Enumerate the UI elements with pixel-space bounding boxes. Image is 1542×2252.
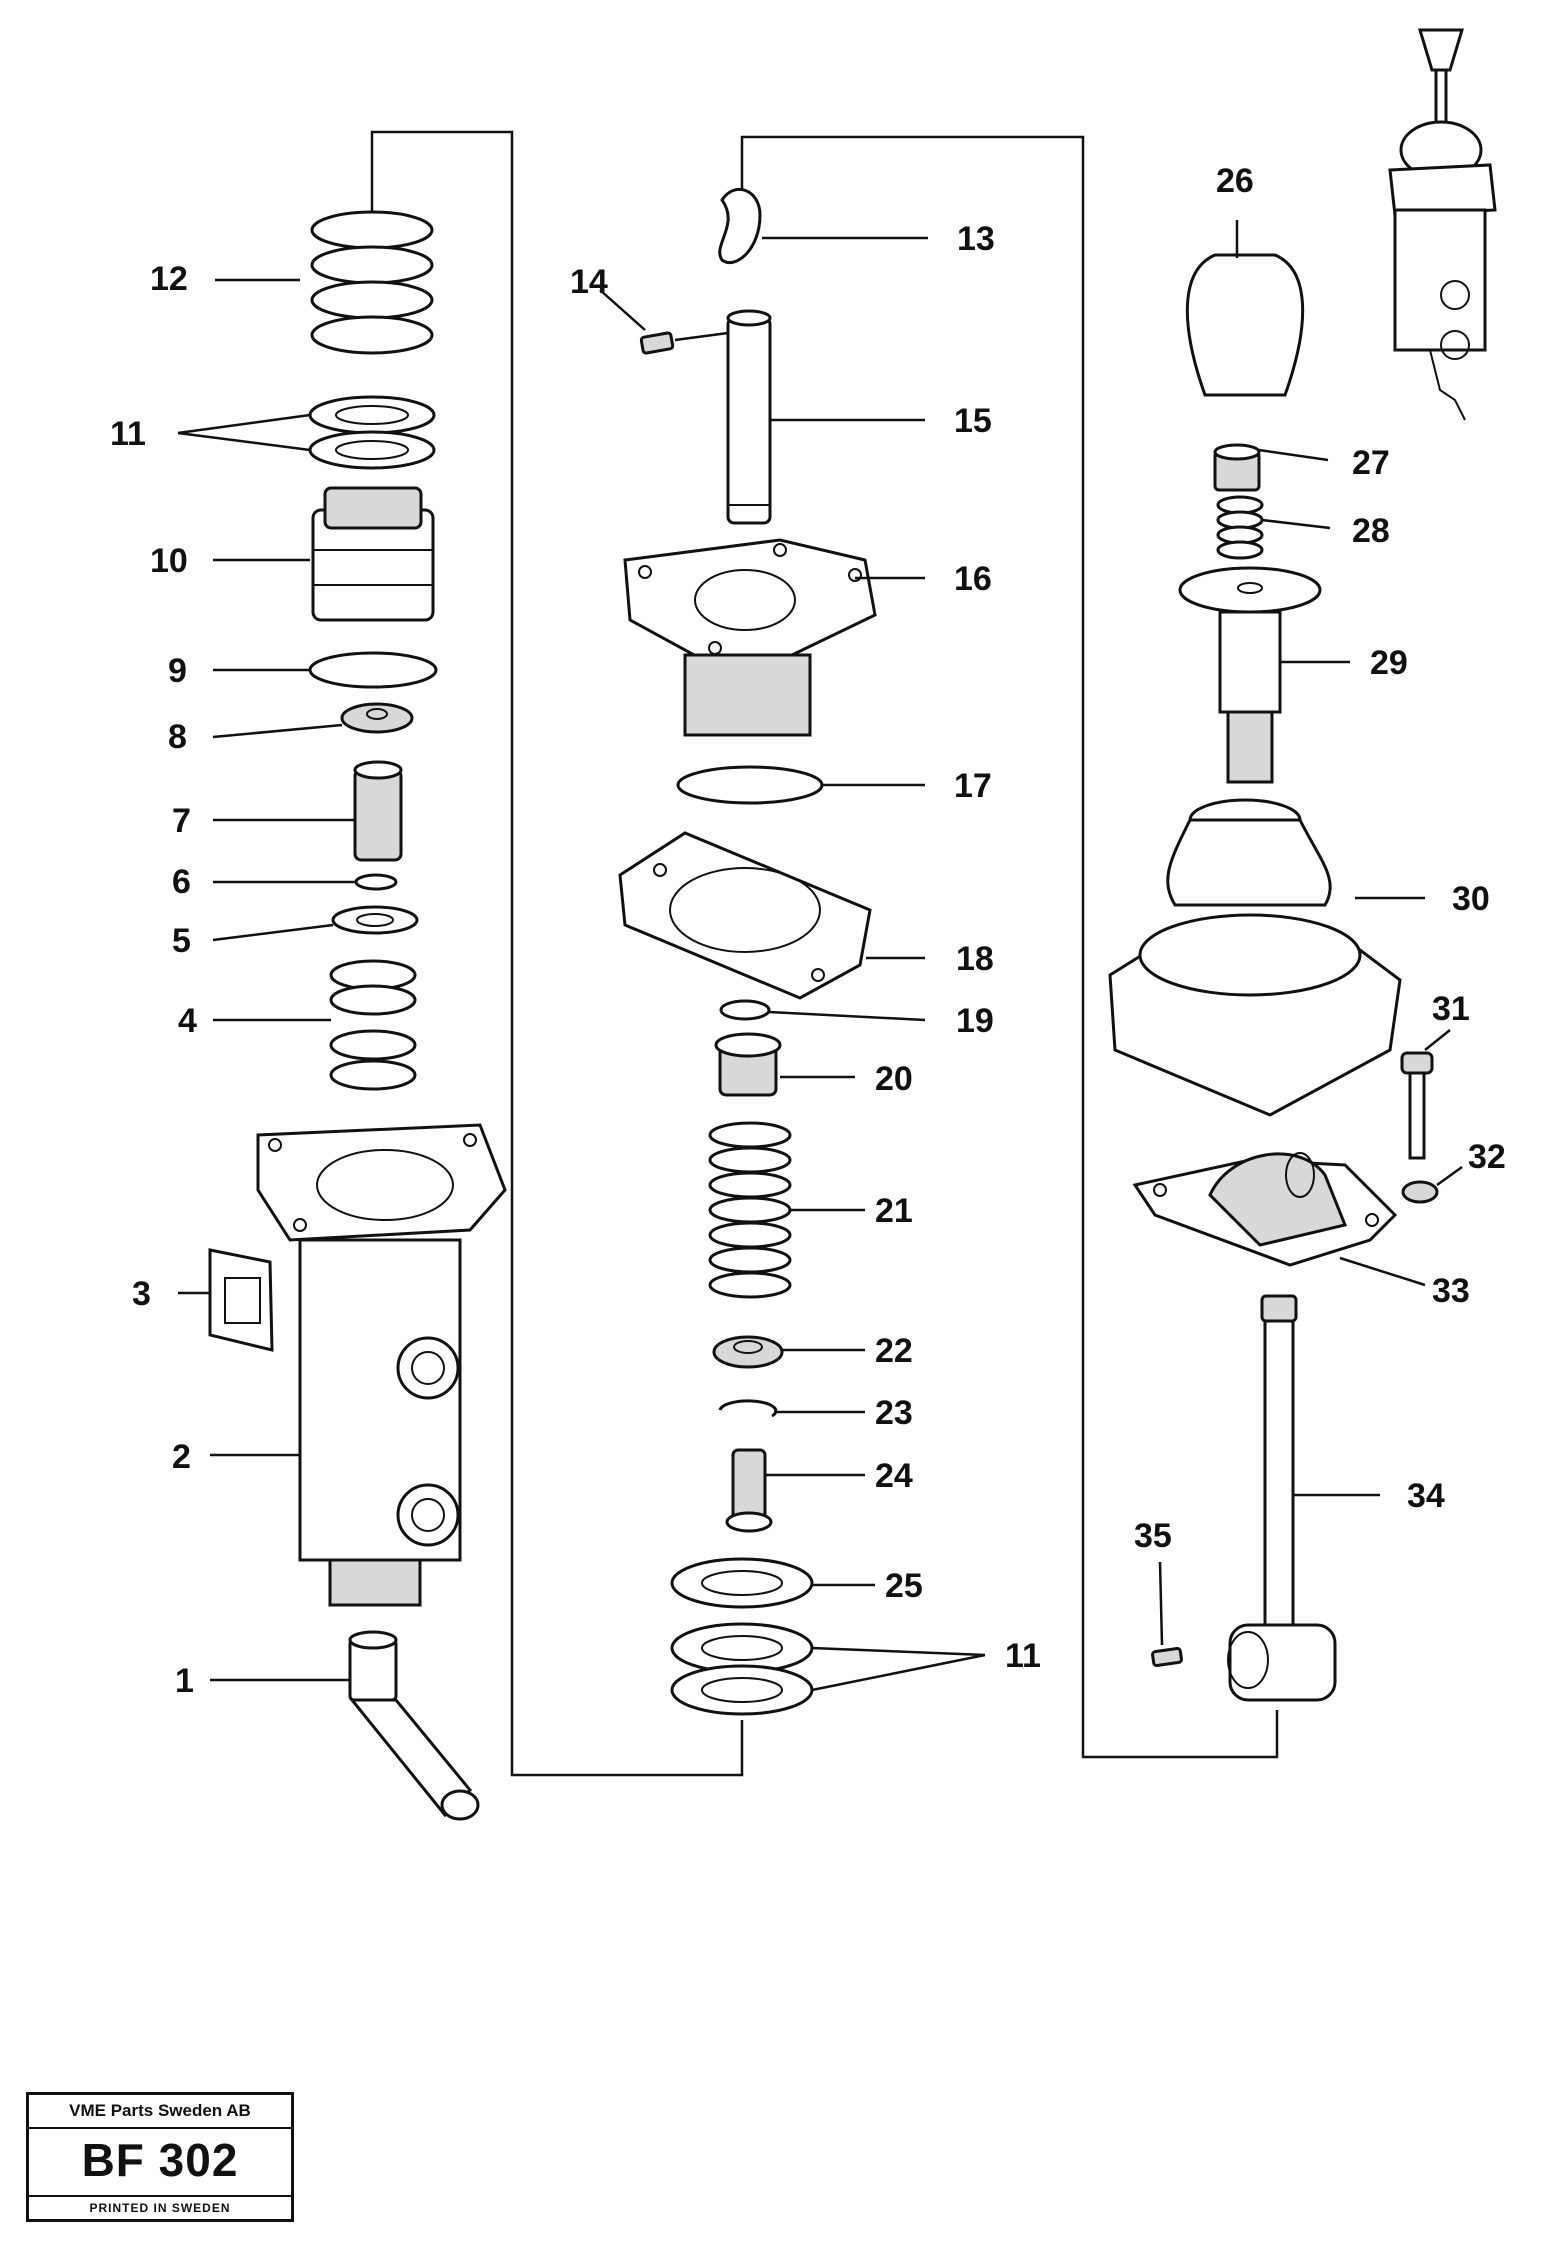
spring-4	[329, 959, 417, 1091]
screw-31	[1400, 1051, 1434, 1160]
part-label-25: 25	[885, 1567, 923, 1605]
title-block-stamp: VME Parts Sweden AB BF 302 PRINTED IN SW…	[26, 2092, 294, 2222]
rubber-boot-30	[1108, 798, 1402, 1117]
stamp-divider-top	[29, 2127, 291, 2129]
drawing-code: BF 302	[81, 2134, 239, 2186]
part-label-7: 7	[172, 802, 191, 840]
part-label-34: 34	[1407, 1477, 1445, 1515]
part-label-1: 1	[175, 1662, 194, 1700]
part-label-11-middle: 11	[1005, 1637, 1041, 1675]
clip-13	[718, 187, 762, 265]
sleeve-27	[1213, 443, 1261, 492]
plunger-29	[1178, 566, 1322, 784]
elbow-fitting-1	[348, 1630, 480, 1821]
circlip-23	[718, 1399, 778, 1418]
part-label-12: 12	[150, 260, 188, 298]
washers-11-left	[308, 395, 436, 470]
bushing-20	[714, 1032, 782, 1097]
sleeve-10	[311, 486, 435, 622]
o-ring-17	[676, 765, 824, 805]
ring-6	[354, 873, 398, 891]
part-label-5: 5	[172, 922, 191, 960]
o-ring-9	[308, 651, 438, 689]
part-label-26: 26	[1216, 162, 1254, 200]
part-label-19: 19	[956, 1002, 994, 1040]
ring-19	[719, 999, 771, 1021]
part-label-32: 32	[1468, 1138, 1506, 1176]
washer-25	[670, 1557, 814, 1609]
part-label-35: 35	[1134, 1517, 1172, 1555]
knob-26	[1185, 253, 1305, 397]
washers-11-middle	[670, 1622, 814, 1716]
part-label-33: 33	[1432, 1272, 1470, 1310]
part-label-3: 3	[132, 1275, 151, 1313]
part-label-10: 10	[150, 542, 188, 580]
pin-35	[1151, 1647, 1183, 1667]
part-label-11-left: 11	[110, 415, 146, 453]
spring-12	[310, 210, 434, 355]
leader-lines	[177, 220, 1463, 1692]
lever-34	[1227, 1294, 1337, 1702]
seat-8	[340, 702, 414, 734]
assembled-valve-inset	[1388, 28, 1497, 421]
part-label-15: 15	[954, 402, 992, 440]
seat-22	[712, 1335, 784, 1369]
part-label-4: 4	[178, 1002, 197, 1040]
part-label-22: 22	[875, 1332, 913, 1370]
part-label-24: 24	[875, 1457, 913, 1495]
valve-body-2	[256, 1123, 507, 1607]
pin-14	[639, 331, 675, 355]
part-label-20: 20	[875, 1060, 913, 1098]
washer-32	[1401, 1180, 1439, 1204]
housing-16	[623, 538, 877, 737]
gasket-3	[208, 1248, 274, 1352]
part-label-31: 31	[1432, 990, 1470, 1028]
part-label-27: 27	[1352, 444, 1390, 482]
stamp-divider-bottom	[29, 2195, 291, 2197]
part-label-29: 29	[1370, 644, 1408, 682]
part-label-28: 28	[1352, 512, 1390, 550]
shaft-15	[726, 309, 772, 525]
piston-7	[353, 760, 403, 862]
connector-mid-top	[740, 135, 1279, 1759]
spring-21	[708, 1121, 792, 1299]
part-label-13: 13	[957, 220, 995, 258]
part-label-17: 17	[954, 767, 992, 805]
part-label-14: 14	[570, 263, 608, 301]
valve-24	[725, 1448, 773, 1533]
flange-plate-18	[618, 831, 872, 1000]
part-label-21: 21	[875, 1192, 913, 1230]
part-label-9: 9	[168, 652, 187, 690]
part-label-16: 16	[954, 560, 992, 598]
printed-in-note: PRINTED IN SWEDEN	[89, 2201, 231, 2215]
part-label-8: 8	[168, 718, 187, 756]
spring-28	[1216, 495, 1264, 560]
connector-left-top	[370, 130, 744, 1777]
part-label-2: 2	[172, 1438, 191, 1476]
part-label-30: 30	[1452, 880, 1490, 918]
part-label-23: 23	[875, 1394, 913, 1432]
company-name: VME Parts Sweden AB	[69, 2101, 251, 2120]
bracket-33	[1132, 1152, 1398, 1267]
washer-5	[331, 905, 419, 935]
part-label-6: 6	[172, 863, 191, 901]
part-label-18: 18	[956, 940, 994, 978]
